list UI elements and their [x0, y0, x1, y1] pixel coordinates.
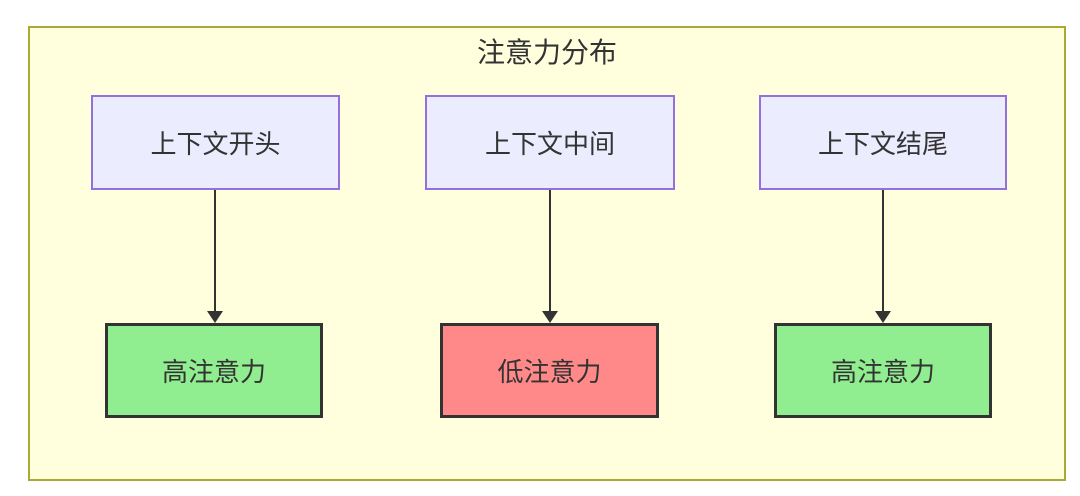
diagram-title: 注意力分布 [476, 37, 617, 68]
node-context-start: 上下文开头 [91, 95, 340, 190]
node-label: 上下文中间 [484, 129, 615, 159]
node-label: 低注意力 [497, 357, 602, 387]
arrowhead-icon [542, 311, 558, 323]
arrow-shaft [214, 190, 216, 311]
arrowhead-icon [207, 311, 223, 323]
node-label: 上下文结尾 [817, 129, 948, 159]
node-context-middle: 上下文中间 [425, 95, 675, 190]
node-low-attention-middle: 低注意力 [440, 323, 659, 418]
arrow-shaft [549, 190, 551, 311]
node-label: 高注意力 [161, 357, 266, 387]
arrow-shaft [882, 190, 884, 311]
node-high-attention-left: 高注意力 [105, 323, 323, 418]
node-context-end: 上下文结尾 [759, 95, 1007, 190]
attention-distribution-cluster: 注意力分布 上下文开头 上下文中间 上下文结尾 高注意力 低注意力 [28, 26, 1066, 481]
arrowhead-icon [875, 311, 891, 323]
node-label: 高注意力 [830, 357, 935, 387]
node-high-attention-right: 高注意力 [774, 323, 992, 418]
node-label: 上下文开头 [150, 129, 281, 159]
